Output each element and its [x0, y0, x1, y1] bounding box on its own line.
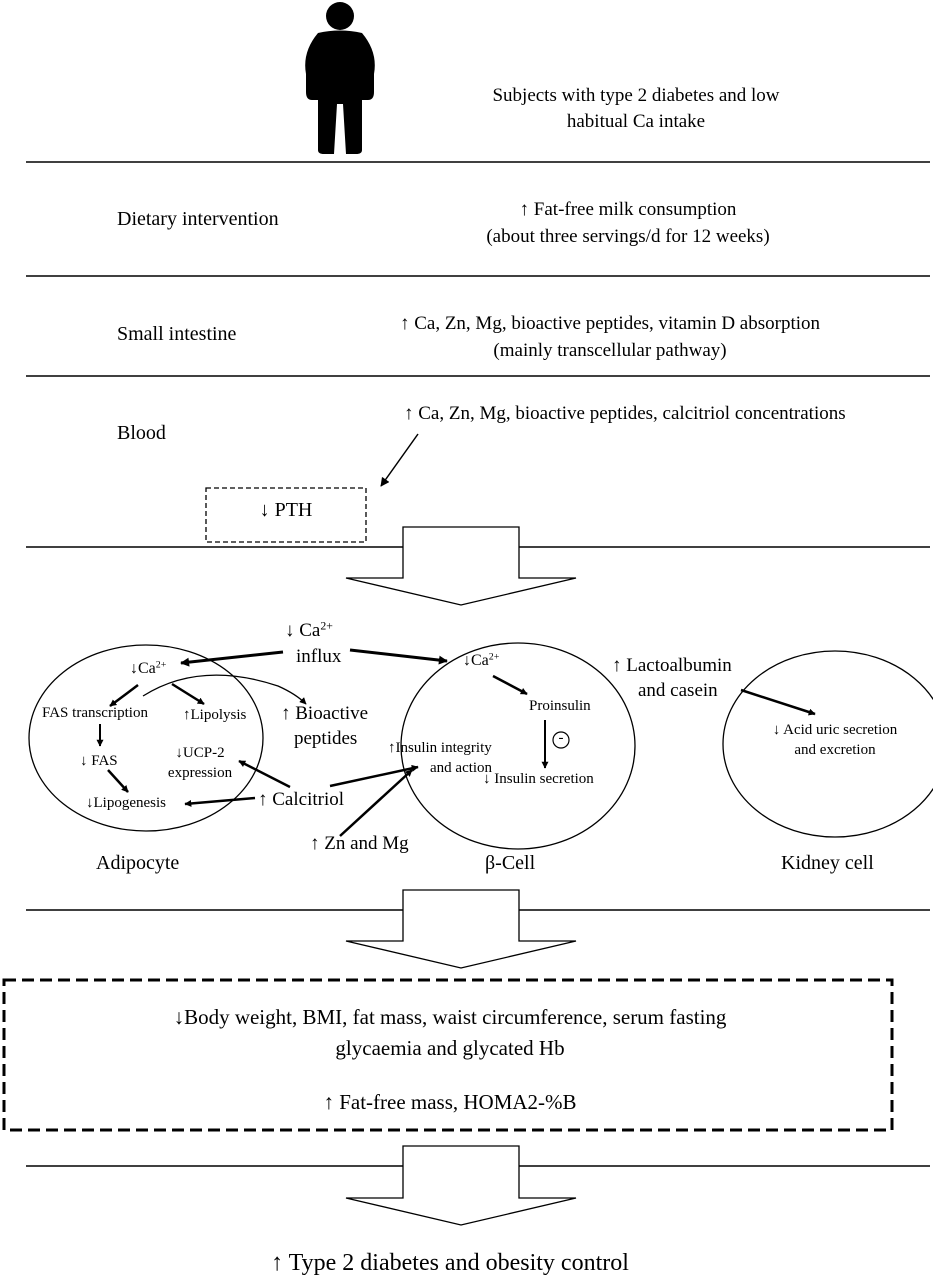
- fas-to-lipogenesis-arrow: [107, 769, 129, 793]
- lipogenesis-text: ↓Lipogenesis: [86, 795, 166, 811]
- ucp2-text-line2: expression: [167, 765, 233, 781]
- dietary-label: Dietary intervention: [117, 208, 279, 230]
- outcomes-text-line2: glycaemia and glycated Hb: [335, 1036, 565, 1060]
- bioactive-text-line2: peptides: [294, 728, 358, 749]
- subjects-text-line1: Subjects with type 2 diabetes and low: [492, 85, 780, 106]
- calcitriol-to-lipogenesis-arrow: [184, 796, 256, 807]
- intestine-label: Small intestine: [117, 323, 237, 345]
- kidney-cell-label: Kidney cell: [781, 852, 874, 874]
- acid-uric-text-line2: and excretion: [794, 742, 876, 758]
- calcitriol-text: ↑ Calcitriol: [258, 789, 345, 810]
- influx-to-beta-arrow: [349, 648, 448, 665]
- ca-to-lipolysis-arrow: [171, 682, 205, 706]
- ca-to-bioactive-curve: [142, 674, 307, 705]
- ca-to-fas-arrow: [109, 684, 139, 707]
- lactoalbumin-text-line1: ↑ Lactoalbumin: [612, 655, 732, 676]
- person-icon: [305, 2, 375, 154]
- outcomes-box: [2, 978, 894, 1132]
- beta-ca-text: ↓Ca2+: [463, 651, 500, 669]
- beta-cell-label: β-Cell: [485, 852, 536, 874]
- calcitriol-to-insulin-arrow: [329, 764, 419, 788]
- beta-cell-ellipse: [400, 642, 636, 850]
- beta-ca-to-proinsulin-arrow: [492, 674, 528, 696]
- insulin-integrity-text-line2: and action: [430, 760, 493, 776]
- intestine-text-line2: (mainly transcellular pathway): [493, 340, 727, 361]
- down-block-arrow: [345, 1145, 577, 1226]
- ca-influx-text: ↓ Ca2+: [285, 619, 333, 641]
- blood-text-line1: ↑ Ca, Zn, Mg, bioactive peptides, calcit…: [404, 403, 846, 424]
- adipocyte-ellipse: [28, 644, 264, 832]
- ucp2-text-line1: ↓UCP-2: [175, 745, 225, 761]
- fas-text: ↓ FAS: [80, 753, 118, 769]
- bioactive-text-line1: ↑ Bioactive: [281, 703, 369, 724]
- lactoalbumin-to-kidney-arrow: [740, 688, 816, 716]
- inhibition-circle: [552, 731, 570, 749]
- inhibition-symbol: -: [558, 730, 564, 746]
- lactoalbumin-text-line2: and casein: [638, 680, 718, 701]
- blood-label: Blood: [117, 422, 166, 444]
- down-block-arrow: [345, 889, 577, 969]
- down-block-arrow: [345, 526, 577, 606]
- pth-box: [205, 487, 367, 543]
- adipocyte-label: Adipocyte: [96, 852, 180, 874]
- zn-mg-text: ↑ Zn and Mg: [310, 833, 409, 854]
- lipolysis-text: ↑Lipolysis: [183, 707, 247, 723]
- adipocyte-ca-text: ↓Ca2+: [130, 659, 167, 677]
- intestine-text-line1: ↑ Ca, Zn, Mg, bioactive peptides, vitami…: [399, 313, 821, 334]
- ca-influx-text-line2: influx: [296, 646, 342, 667]
- fas-transcription-text: FAS transcription: [42, 705, 148, 721]
- dietary-text-line2: (about three servings/d for 12 weeks): [486, 226, 770, 247]
- final-outcome-text: ↑ Type 2 diabetes and obesity control: [271, 1250, 629, 1276]
- outcomes-text-line1: ↓Body weight, BMI, fat mass, waist circu…: [173, 1005, 727, 1029]
- influx-to-adipocyte-arrow: [180, 650, 284, 667]
- calcitriol-to-ucp2-arrow: [238, 759, 291, 789]
- kidney-cell-ellipse: [722, 650, 933, 838]
- dietary-text-line1: ↑ Fat-free milk consumption: [519, 199, 737, 220]
- insulin-secretion-text: ↓ Insulin secretion: [483, 771, 594, 787]
- zn-mg-to-insulin-arrow: [339, 769, 413, 837]
- insulin-integrity-text-line1: ↑Insulin integrity: [388, 740, 492, 756]
- outcomes-text-line3: ↑ Fat-free mass, HOMA2-%B: [323, 1090, 577, 1114]
- blood-to-pth-arrow: [380, 433, 419, 487]
- pth-text: ↓ PTH: [259, 499, 313, 521]
- acid-uric-text-line1: ↓ Acid uric secretion: [772, 722, 898, 738]
- subjects-text-line2: habitual Ca intake: [566, 111, 706, 132]
- proinsulin-text: Proinsulin: [529, 698, 591, 714]
